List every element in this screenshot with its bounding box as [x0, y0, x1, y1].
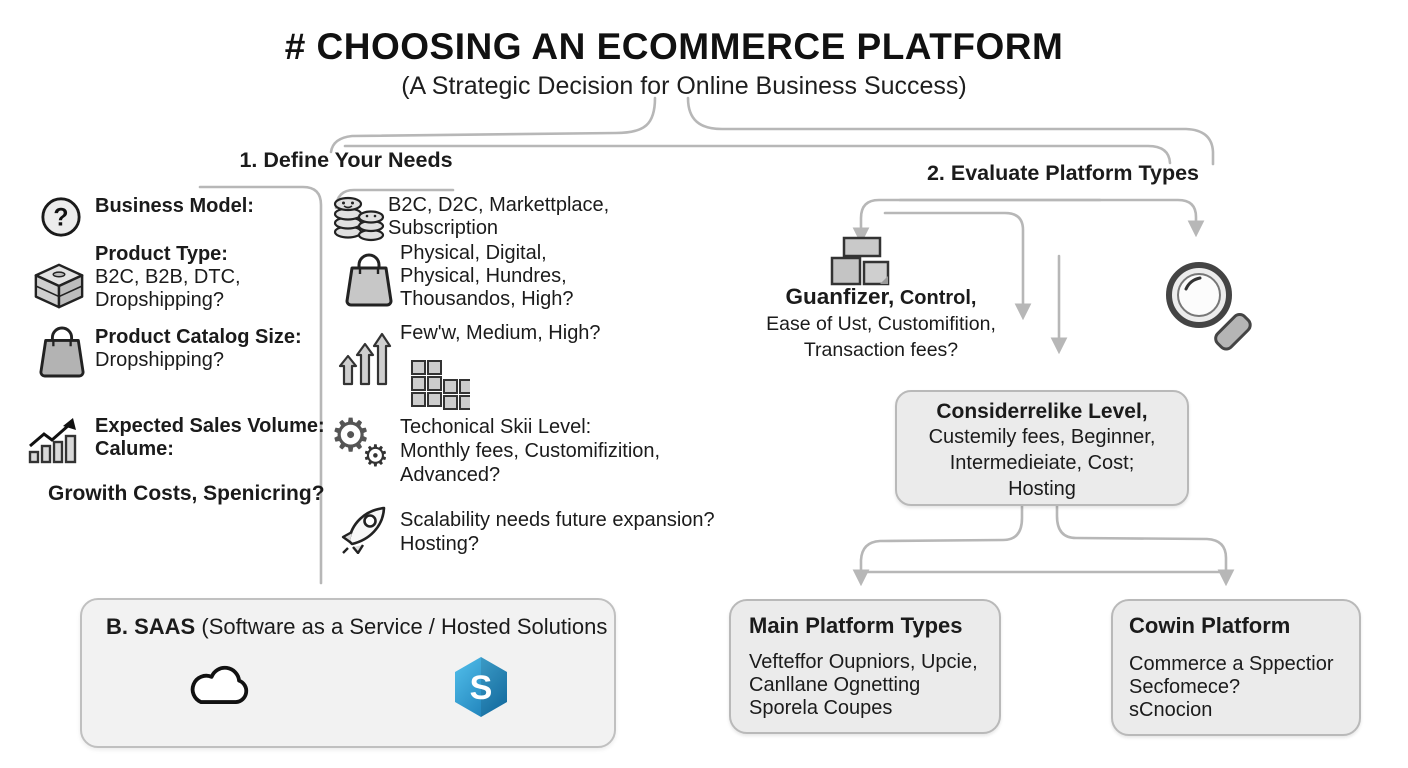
- shopping-bag-icon: [344, 252, 394, 308]
- rocket-icon: [340, 502, 392, 554]
- consider-box-line: Custemily fees, Beginner,: [928, 426, 1156, 448]
- cowin-platform-box: Cowin Platform Commerce a Sppectior Secf…: [1111, 599, 1361, 736]
- item-sales-volume-line: Calume:: [95, 438, 174, 460]
- item-product-type-line: Dropshipping?: [95, 289, 224, 311]
- question-icon: ?: [40, 196, 82, 238]
- item-catalog-size-title: Product Catalog Size:: [95, 326, 302, 348]
- criteria-rest: Control,: [894, 287, 977, 309]
- main-platform-line: Sporela Coupes: [749, 697, 893, 719]
- boxes-icon: [830, 236, 894, 292]
- sec2-left-arrow: [852, 198, 1102, 245]
- mid-product-type-line: Thousandos, High?: [400, 288, 574, 310]
- sec2-right-arrow: [898, 198, 1205, 238]
- gear-small-icon: ⚙: [362, 439, 389, 474]
- criteria-note: Guanfizer, Control, Ease of Ust, Customi…: [741, 284, 1021, 362]
- s-badge-icon: S: [452, 656, 510, 718]
- consider-box-title: Considerrelike Level,: [936, 400, 1148, 423]
- section1-header: 1. Define Your Needs: [239, 148, 453, 172]
- item-sales-volume-title: Expected Sales Volume:: [95, 415, 325, 437]
- mid-business-models-line: Subscription: [388, 217, 499, 239]
- saas-title-rest: (Software as a Service / Hosted Solution…: [195, 614, 608, 639]
- consider-box: Considerrelike Level, Custemily fees, Be…: [895, 390, 1189, 506]
- main-platform-line: Canllane Ognetting: [749, 674, 921, 696]
- grid-icon: [404, 360, 470, 410]
- s-badge-letter: S: [470, 669, 493, 707]
- item-growth-costs: Growith Costs, Spenicring?: [48, 482, 325, 505]
- item-product-type-line: B2C, B2B, DTC,: [95, 266, 241, 288]
- consider-box-line: Intermedieiate, Cost;: [949, 452, 1135, 474]
- mid-volume-line: Few'w, Medium, High?: [400, 322, 601, 344]
- criteria-line3: Transaction fees?: [803, 339, 959, 361]
- page-title: # CHOOSING AN ECOMMERCE PLATFORM: [284, 26, 1064, 67]
- bag-icon: [38, 324, 86, 380]
- magnifier-icon: [1155, 255, 1260, 355]
- split-left-arrow: [852, 503, 1024, 587]
- branch-right-outer: [686, 96, 1215, 166]
- cloud-icon: [182, 654, 256, 710]
- main-platform-title: Main Platform Types: [749, 613, 963, 638]
- page-subtitle: (A Strategic Decision for Online Busines…: [401, 72, 967, 100]
- gears-icon: ⚙: [330, 408, 372, 462]
- criteria-bold: Guanfizer,: [785, 284, 895, 309]
- mid-product-type-line: Physical, Digital,: [400, 242, 547, 264]
- cowin-line: Secfomece?: [1129, 676, 1241, 698]
- mid-business-models-line: B2C, D2C, Markettplace,: [388, 194, 610, 216]
- item-business-model: Business Model:: [95, 195, 254, 217]
- split-right-arrow: [1055, 503, 1235, 587]
- consider-box-line: Hosting: [1008, 478, 1076, 500]
- mid-tech-skill-line: Advanced?: [400, 464, 501, 486]
- svg-text:?: ?: [53, 205, 68, 232]
- mid-product-type-line: Physical, Hundres,: [400, 265, 567, 287]
- branch-left: [329, 96, 657, 154]
- growth-arrows-icon: [338, 330, 392, 388]
- saas-title-bold: B. SAAS: [106, 614, 196, 639]
- cowin-line: Commerce a Sppectior: [1129, 653, 1334, 675]
- package-icon: [32, 260, 86, 312]
- cowin-line: sCnocion: [1129, 699, 1213, 721]
- item-catalog-size-line: Dropshipping?: [95, 349, 224, 371]
- mid-tech-skill-line: Techonical Skii Level:: [400, 416, 592, 438]
- main-platform-box: Main Platform Types Vefteffor Oupniors, …: [729, 599, 1001, 734]
- criteria-line2: Ease of Ust, Customifition,: [766, 313, 996, 335]
- item-product-type-title: Product Type:: [95, 243, 228, 265]
- mid-scalability-line: Hosting?: [400, 533, 479, 555]
- mid-tech-skill-line: Monthly fees, Customifizition,: [400, 440, 661, 462]
- saas-box: B. SAAS (Software as a Service / Hosted …: [80, 598, 616, 748]
- sales-chart-icon: [26, 414, 84, 466]
- cowin-title: Cowin Platform: [1129, 613, 1291, 638]
- coins-icon: [331, 192, 387, 244]
- mid-scalability-line: Scalability needs future expansion?: [400, 509, 715, 531]
- main-platform-line: Vefteffor Oupniors, Upcie,: [749, 651, 978, 673]
- section2-header: 2. Evaluate Platform Types: [926, 161, 1200, 185]
